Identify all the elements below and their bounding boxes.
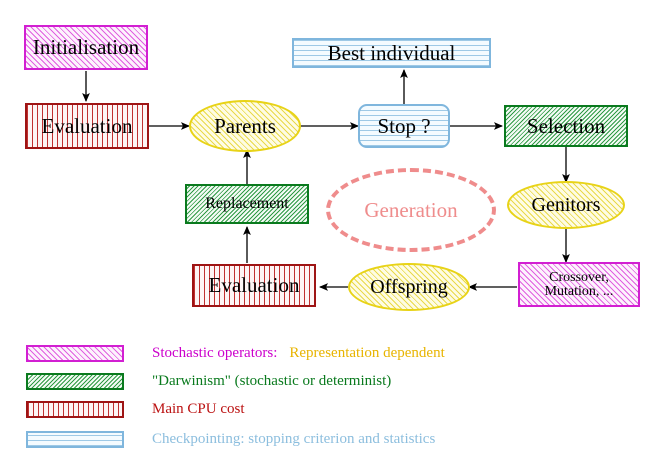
node-evaluation-top[interactable]: Evaluation <box>25 103 149 149</box>
red-stripes-swatch-icon <box>26 400 124 418</box>
node-genitors[interactable]: Genitors <box>507 181 625 229</box>
node-stop-label: Stop ? <box>377 113 431 138</box>
legend-text-representation-dependent: Representation dependent <box>289 344 445 361</box>
node-initialisation[interactable]: Initialisation <box>24 25 148 70</box>
legend-row-cpu-cost: Main CPU cost <box>26 398 245 420</box>
node-parents-label: Parents <box>214 113 276 138</box>
node-evaluation-top-label: Evaluation <box>41 113 133 138</box>
node-parents[interactable]: Parents <box>189 100 301 152</box>
legend-row-stochastic: Stochastic operators: Representation depe… <box>26 342 445 364</box>
blue-stripes-swatch-icon <box>26 430 124 448</box>
node-selection[interactable]: Selection <box>504 105 628 147</box>
node-offspring-label: Offspring <box>370 276 448 298</box>
node-replacement[interactable]: Replacement <box>185 184 309 224</box>
legend-label-darwinism: "Darwinism" (stochastic or determinist) <box>152 372 392 389</box>
legend: Stochastic operators: Representation depe… <box>0 336 662 471</box>
node-offspring[interactable]: Offspring <box>348 263 470 311</box>
node-initialisation-label: Initialisation <box>32 35 140 59</box>
node-selection-label: Selection <box>526 113 606 138</box>
node-generation: Generation <box>326 168 496 252</box>
node-evaluation-bottom[interactable]: Evaluation <box>192 264 316 307</box>
legend-label-cpu-cost: Main CPU cost <box>152 400 245 417</box>
node-crossover-mutation[interactable]: Crossover, Mutation, ... <box>518 262 640 307</box>
legend-label-stochastic: Stochastic operators: Representation depe… <box>152 344 445 361</box>
green-hatch-swatch-icon <box>26 372 124 390</box>
node-genitors-label: Genitors <box>531 194 601 216</box>
node-best-individual[interactable]: Best individual <box>292 38 491 68</box>
node-evaluation-bottom-label: Evaluation <box>208 273 300 297</box>
legend-label-checkpointing: Checkpointing: stopping criterion and st… <box>152 430 436 447</box>
node-stop[interactable]: Stop ? <box>358 104 450 148</box>
legend-row-checkpointing: Checkpointing: stopping criterion and st… <box>26 428 435 450</box>
node-best-individual-label: Best individual <box>327 40 456 65</box>
node-generation-label: Generation <box>364 197 458 222</box>
node-crossover-mutation-label: Crossover, Mutation, ... <box>544 269 614 299</box>
legend-row-darwinism: "Darwinism" (stochastic or determinist) <box>26 370 391 392</box>
legend-text-stochastic-operators: Stochastic operators: <box>152 344 278 361</box>
magenta-hatch-swatch-icon <box>26 344 124 362</box>
node-replacement-label: Replacement <box>205 195 289 212</box>
